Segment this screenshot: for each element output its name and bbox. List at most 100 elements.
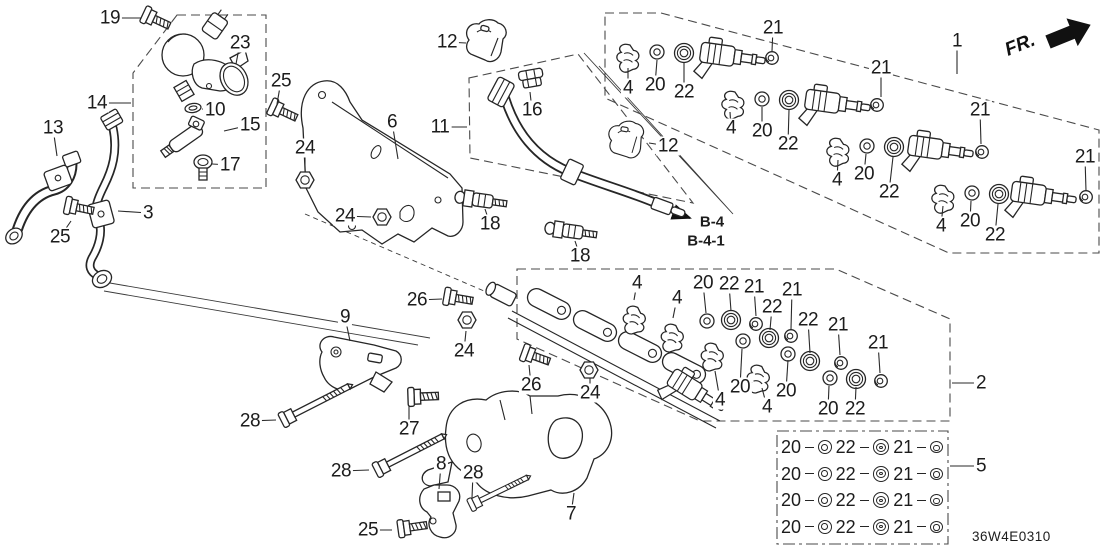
callout-22[interactable]: 22 bbox=[775, 133, 801, 155]
callout-28[interactable]: 28 bbox=[328, 460, 354, 482]
callout-4[interactable]: 4 bbox=[629, 272, 645, 294]
callout-4[interactable]: 4 bbox=[620, 77, 636, 99]
washer-small-icon bbox=[817, 466, 832, 481]
callout-4[interactable]: 4 bbox=[712, 389, 728, 411]
callout-26[interactable]: 26 bbox=[404, 289, 430, 311]
callout-24[interactable]: 24 bbox=[292, 137, 318, 159]
callout-20[interactable]: 20 bbox=[749, 120, 775, 142]
cushion-cap-icon bbox=[930, 467, 943, 480]
callout-20[interactable]: 20 bbox=[690, 272, 716, 294]
callout-15[interactable]: 15 bbox=[237, 114, 263, 136]
kit-dash bbox=[805, 473, 814, 475]
bolt-17-icon bbox=[193, 154, 213, 181]
kit-part-number[interactable]: 22 bbox=[835, 437, 856, 458]
kit-dash bbox=[859, 526, 869, 528]
seal-kit-row: 20 22 21 bbox=[781, 491, 943, 509]
callout-14[interactable]: 14 bbox=[84, 92, 110, 114]
callout-18[interactable]: 18 bbox=[567, 245, 593, 267]
callout-4[interactable]: 4 bbox=[669, 287, 685, 309]
callout-21[interactable]: 21 bbox=[825, 314, 851, 336]
callout-22[interactable]: 22 bbox=[759, 296, 785, 318]
washer-10-icon bbox=[184, 102, 202, 114]
o-ring-23-icon bbox=[219, 62, 249, 96]
kit-part-number[interactable]: 22 bbox=[835, 463, 856, 484]
kit-part-number[interactable]: 22 bbox=[835, 516, 856, 537]
callout-5[interactable]: 5 bbox=[973, 455, 989, 477]
callout-6[interactable]: 6 bbox=[384, 111, 400, 133]
callout-16[interactable]: 16 bbox=[519, 99, 545, 121]
callout-7[interactable]: 7 bbox=[563, 503, 579, 525]
callout-21[interactable]: 21 bbox=[967, 99, 993, 121]
callout-20[interactable]: 20 bbox=[727, 376, 753, 398]
callout-19[interactable]: 19 bbox=[97, 7, 123, 29]
callout-20[interactable]: 20 bbox=[957, 210, 983, 232]
kit-part-number[interactable]: 21 bbox=[893, 490, 914, 511]
callout-11[interactable]: 11 bbox=[428, 116, 452, 138]
kit-dash bbox=[917, 473, 927, 475]
callout-4[interactable]: 4 bbox=[829, 169, 845, 191]
callout-17[interactable]: 17 bbox=[217, 154, 243, 176]
callout-22[interactable]: 22 bbox=[671, 81, 697, 103]
callout-18[interactable]: 18 bbox=[477, 213, 503, 235]
cushion-cap-icon bbox=[930, 494, 943, 507]
callout-21[interactable]: 21 bbox=[865, 332, 891, 354]
callout-25[interactable]: 25 bbox=[47, 226, 73, 248]
callout-12[interactable]: 12 bbox=[655, 135, 681, 157]
callout-4[interactable]: 4 bbox=[759, 396, 775, 418]
callout-22[interactable]: 22 bbox=[716, 273, 742, 295]
callout-21[interactable]: 21 bbox=[1072, 146, 1098, 168]
callout-22[interactable]: 22 bbox=[876, 181, 902, 203]
callout-12[interactable]: 12 bbox=[434, 31, 460, 53]
callout-3[interactable]: 3 bbox=[140, 202, 156, 224]
callout-21[interactable]: 21 bbox=[868, 57, 894, 79]
callout-8[interactable]: 8 bbox=[433, 453, 449, 475]
callout-10[interactable]: 10 bbox=[202, 99, 228, 121]
kit-part-number[interactable]: 22 bbox=[835, 490, 856, 511]
kit-part-number[interactable]: 20 bbox=[781, 437, 802, 458]
callout-20[interactable]: 20 bbox=[773, 380, 799, 402]
callout-20[interactable]: 20 bbox=[851, 163, 877, 185]
kit-dash bbox=[805, 446, 814, 448]
kit-part-number[interactable]: 20 bbox=[781, 490, 802, 511]
kit-part-number[interactable]: 21 bbox=[893, 437, 914, 458]
kit-dash bbox=[805, 526, 814, 528]
callout-2[interactable]: 2 bbox=[973, 372, 989, 394]
callout-23[interactable]: 23 bbox=[227, 32, 253, 54]
callout-22[interactable]: 22 bbox=[842, 398, 868, 420]
callout-24[interactable]: 24 bbox=[577, 382, 603, 404]
kit-dash bbox=[805, 499, 814, 501]
callout-21[interactable]: 21 bbox=[779, 279, 805, 301]
reference-link-b4[interactable]: B-4 bbox=[699, 213, 725, 231]
fuel-feed-pipe-13-icon bbox=[5, 150, 82, 245]
callout-4[interactable]: 4 bbox=[933, 215, 949, 237]
callout-24[interactable]: 24 bbox=[451, 340, 477, 362]
kit-part-number[interactable]: 21 bbox=[893, 516, 914, 537]
reference-link-b4-1[interactable]: B-4-1 bbox=[687, 232, 725, 250]
fuel-rail-group-2 bbox=[485, 281, 888, 431]
kit-part-number[interactable]: 21 bbox=[893, 463, 914, 484]
callout-22[interactable]: 22 bbox=[982, 224, 1008, 246]
harness-bracket-8-icon bbox=[419, 484, 461, 539]
callout-27[interactable]: 27 bbox=[396, 418, 422, 440]
callout-28[interactable]: 28 bbox=[237, 410, 263, 432]
diagram-code: 36W4E0310 bbox=[972, 529, 1051, 544]
kit-part-number[interactable]: 20 bbox=[781, 463, 802, 484]
callout-24[interactable]: 24 bbox=[332, 205, 358, 227]
callout-28[interactable]: 28 bbox=[460, 462, 486, 484]
callout-20[interactable]: 20 bbox=[815, 398, 841, 420]
fuel-feed-pipe-3-icon bbox=[85, 108, 124, 289]
callout-22[interactable]: 22 bbox=[795, 309, 821, 331]
cushion-cap-icon bbox=[930, 441, 943, 454]
callout-9[interactable]: 9 bbox=[337, 306, 353, 328]
callout-26[interactable]: 26 bbox=[518, 374, 544, 396]
callout-21[interactable]: 21 bbox=[760, 17, 786, 39]
callout-25[interactable]: 25 bbox=[355, 519, 381, 541]
callout-4[interactable]: 4 bbox=[723, 117, 739, 139]
callout-1[interactable]: 1 bbox=[949, 30, 965, 52]
callout-13[interactable]: 13 bbox=[40, 117, 66, 139]
callout-20[interactable]: 20 bbox=[642, 74, 668, 96]
kit-part-number[interactable]: 20 bbox=[781, 516, 802, 537]
callout-25[interactable]: 25 bbox=[268, 70, 294, 92]
callout-21[interactable]: 21 bbox=[741, 276, 767, 298]
